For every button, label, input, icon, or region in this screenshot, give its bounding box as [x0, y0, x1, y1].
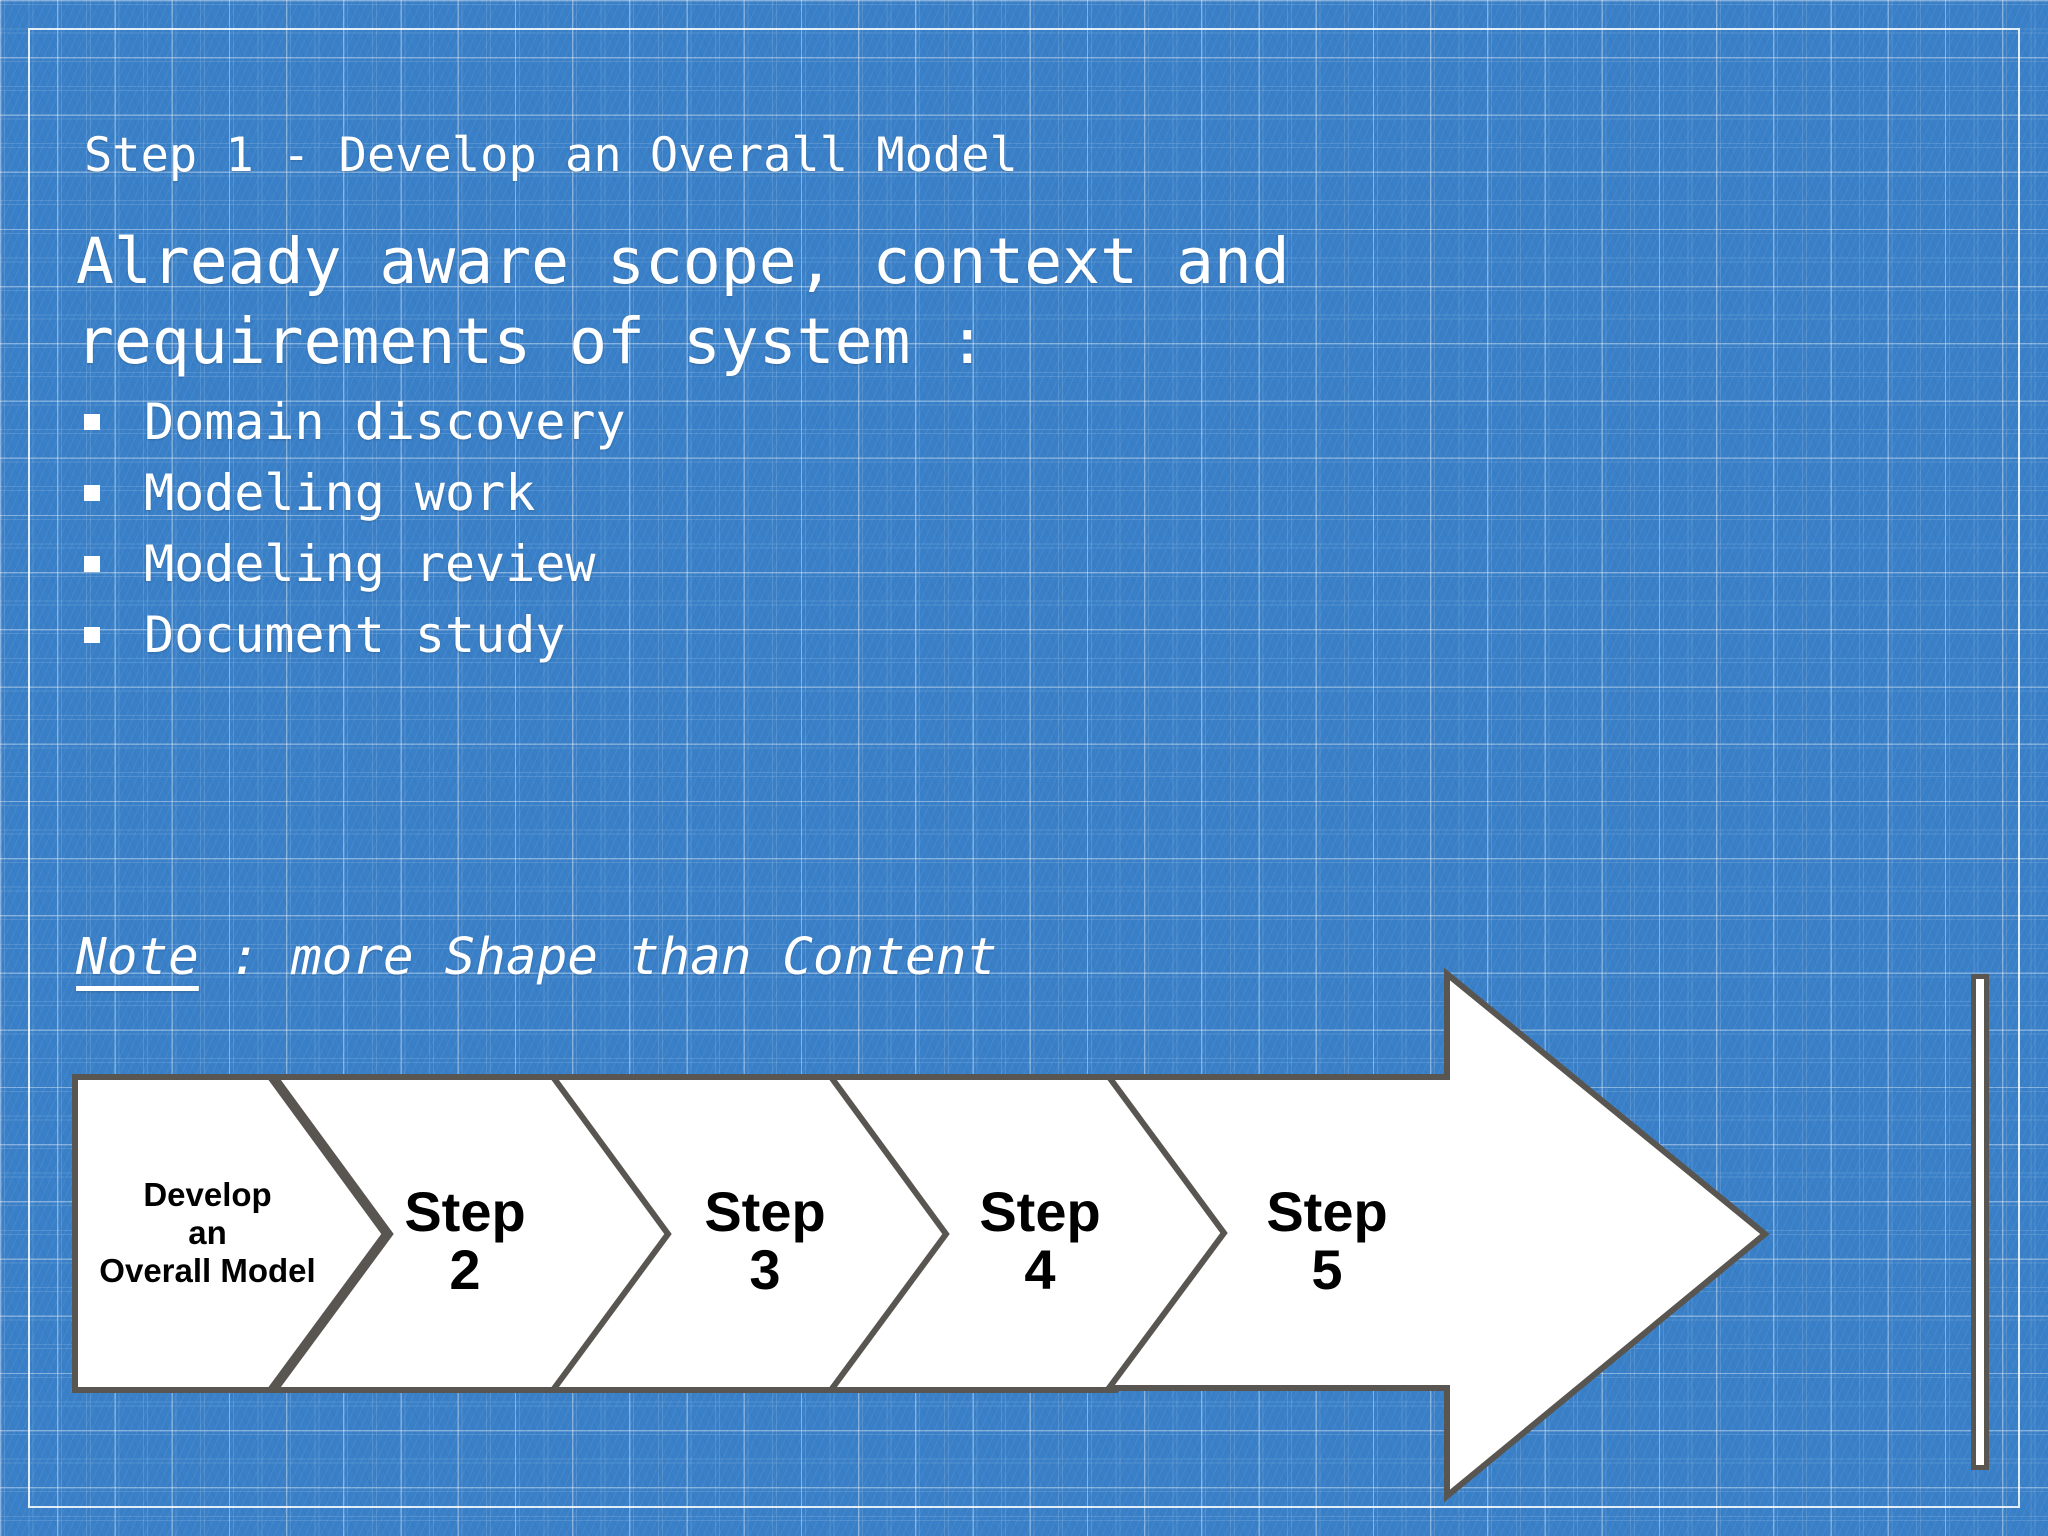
- list-item-label: Modeling work: [144, 463, 536, 522]
- process-label-step-2: Step 2: [360, 1180, 570, 1302]
- list-item-label: Document study: [144, 605, 566, 664]
- process-label-step-4-line-1: Step: [979, 1180, 1101, 1243]
- process-label-step-2-line-1: Step: [404, 1180, 526, 1243]
- process-label-step-1: Develop an Overall Model: [75, 1176, 340, 1290]
- process-label-step-5-line-1: Step: [1266, 1180, 1388, 1243]
- process-label-step-3-line-1: Step: [704, 1180, 826, 1243]
- process-label-step-3: Step 3: [660, 1180, 870, 1302]
- list-item: Modeling review: [84, 528, 1284, 599]
- lead-line-1: Already aware scope, context and: [76, 225, 1290, 298]
- process-label-step-2-line-2: 2: [449, 1238, 481, 1302]
- process-label-step-1-line-3: Overall Model: [99, 1251, 316, 1289]
- note-line: Note : more Shape than Content: [76, 928, 997, 987]
- process-shape-step-5[interactable]: [1103, 967, 1770, 1503]
- process-label-step-1-line-1: Develop: [143, 1176, 272, 1213]
- square-bullet-icon: [84, 413, 100, 430]
- bullet-list: Domain discovery Modeling work Modeling …: [84, 386, 1284, 670]
- list-item-label: Modeling review: [144, 534, 596, 593]
- list-item: Document study: [84, 599, 1284, 670]
- process-end-bar: [1971, 974, 1989, 1470]
- process-shape-step-4[interactable]: [825, 1074, 1235, 1393]
- process-shape-step-2[interactable]: [269, 1074, 679, 1393]
- process-label-step-5-line-2: 5: [1311, 1238, 1343, 1302]
- lead-line-2: requirements of system :: [76, 305, 987, 378]
- square-bullet-icon: [84, 484, 100, 501]
- square-bullet-icon: [84, 626, 100, 643]
- list-item: Modeling work: [84, 457, 1284, 528]
- process-label-step-5: Step 5: [1222, 1180, 1432, 1302]
- process-label-step-4: Step 4: [935, 1180, 1145, 1302]
- list-item: Domain discovery: [84, 386, 1284, 457]
- process-label-step-3-line-2: 3: [749, 1238, 781, 1302]
- list-item-label: Domain discovery: [144, 392, 626, 451]
- note-body: : more Shape than Content: [198, 928, 998, 987]
- lead-paragraph: Already aware scope, context and require…: [76, 222, 1476, 382]
- process-shape-step-1[interactable]: [72, 1074, 389, 1393]
- process-label-step-4-line-2: 4: [1024, 1238, 1056, 1302]
- page-title: Step 1 - Develop an Overall Model: [84, 128, 1018, 183]
- square-bullet-icon: [84, 555, 100, 572]
- note-keyword: Note: [76, 928, 199, 987]
- process-label-step-1-line-2: an: [188, 1213, 227, 1251]
- process-shape-step-3[interactable]: [547, 1074, 957, 1393]
